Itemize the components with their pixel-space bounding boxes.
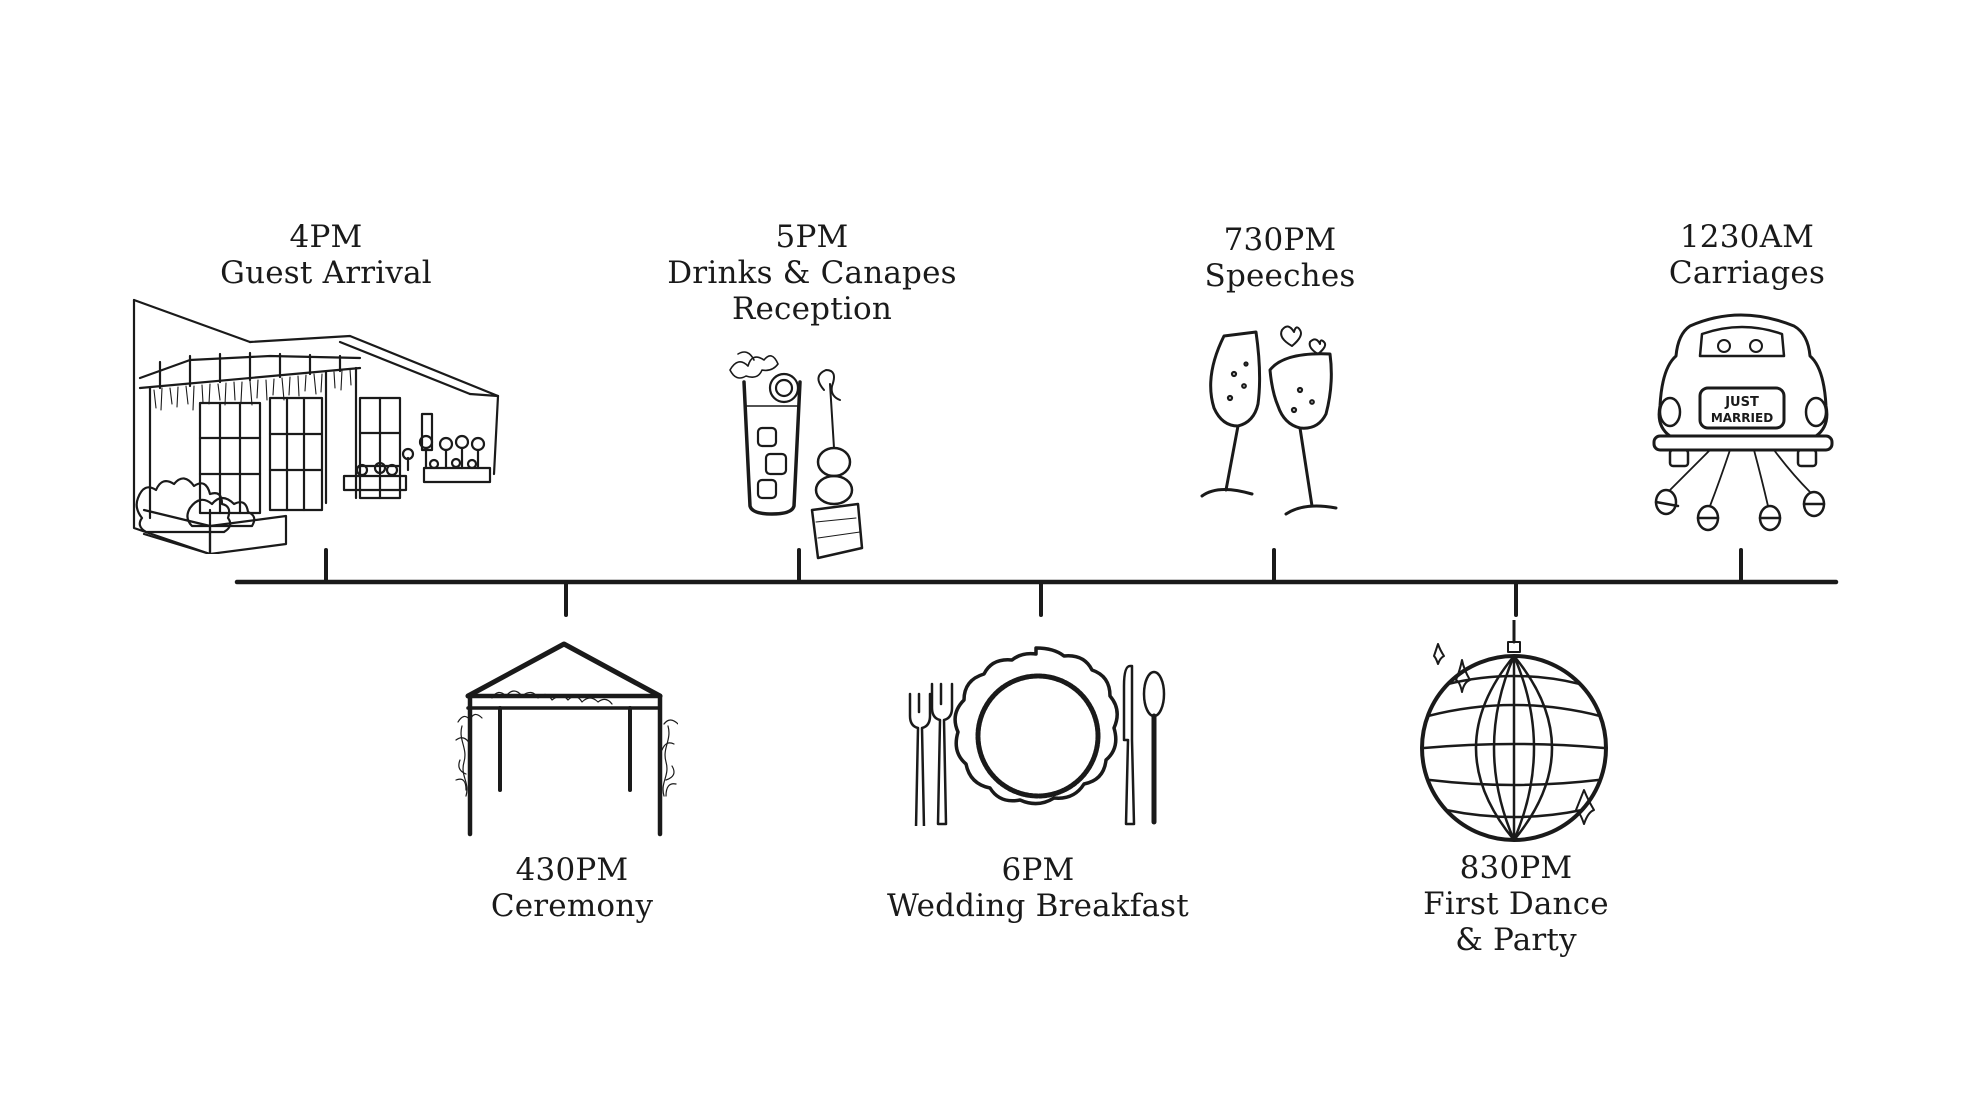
car-plate-text: JUST	[1724, 395, 1759, 410]
event-time: 430PM	[515, 852, 629, 888]
event-title: Drinks & Canapes	[667, 255, 957, 291]
event-title-line2: & Party	[1455, 922, 1577, 958]
event-time: 5PM	[775, 219, 849, 255]
event-speeches-label: 730PM Speeches	[1090, 222, 1470, 294]
champagne-toast-icon	[1200, 325, 1338, 516]
place-setting-icon	[908, 646, 1166, 826]
event-guest-arrival-label: 4PM Guest Arrival	[136, 219, 516, 291]
event-drinks-label: 5PM Drinks & Canapes Reception	[622, 219, 1002, 327]
event-carriages-label: 1230AM Carriages	[1557, 219, 1937, 291]
just-married-car-icon: JUST MARRIED	[1652, 313, 1834, 532]
event-title: First Dance	[1423, 886, 1609, 922]
event-title: Wedding Breakfast	[887, 888, 1189, 924]
event-time: 6PM	[1001, 852, 1075, 888]
cocktail-canape-icon	[729, 351, 864, 560]
event-title: Speeches	[1204, 258, 1356, 294]
disco-ball-icon	[1420, 620, 1608, 842]
event-title: Guest Arrival	[220, 255, 432, 291]
event-breakfast-label: 6PM Wedding Breakfast	[848, 852, 1228, 924]
event-title-line2: Reception	[731, 291, 893, 327]
event-first-dance-label: 830PM First Dance & Party	[1326, 850, 1706, 958]
car-plate-text: MARRIED	[1711, 411, 1773, 425]
event-time: 1230AM	[1679, 219, 1815, 255]
event-title: Carriages	[1668, 255, 1826, 291]
event-ceremony-label: 430PM Ceremony	[382, 852, 762, 924]
venue-building-icon	[132, 298, 500, 554]
event-time: 830PM	[1459, 850, 1573, 886]
event-time: 4PM	[289, 219, 363, 255]
wedding-arch-icon	[455, 641, 678, 837]
event-title: Ceremony	[490, 888, 654, 924]
event-time: 730PM	[1223, 222, 1337, 258]
